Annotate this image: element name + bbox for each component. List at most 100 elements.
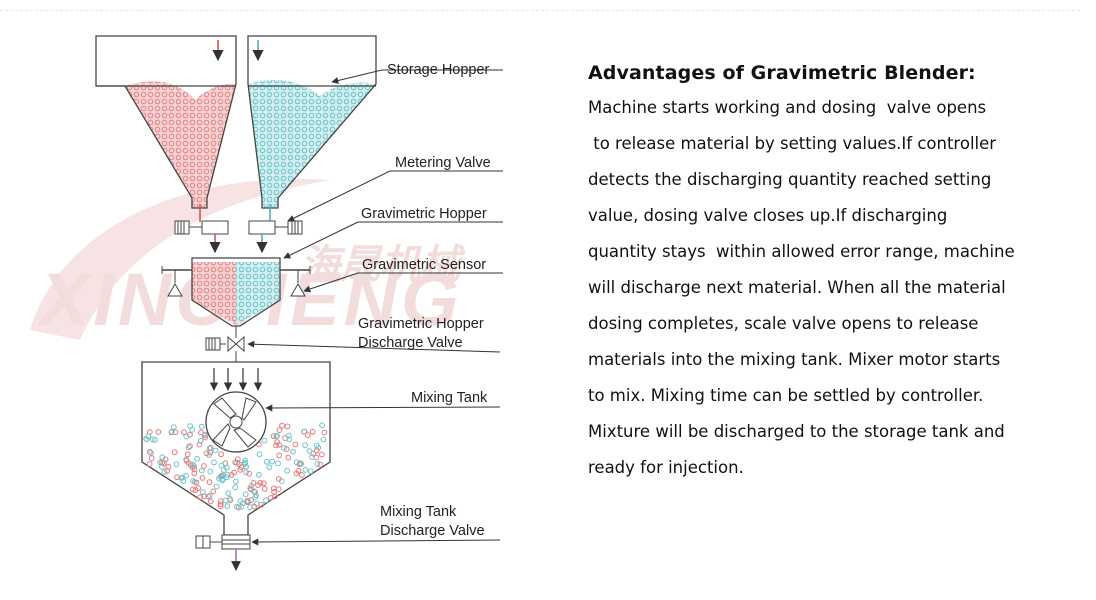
mixture-particle bbox=[266, 464, 273, 471]
watermark-cn: 海晟机械 bbox=[300, 243, 466, 287]
mixture-particle bbox=[286, 436, 293, 443]
mixture-particle bbox=[189, 426, 196, 433]
mixture-particle bbox=[207, 498, 214, 505]
mixture-particle bbox=[191, 470, 198, 477]
mixture-particle bbox=[307, 468, 314, 475]
mixture-particle bbox=[321, 429, 328, 436]
mixture-particle bbox=[196, 441, 203, 448]
mixture-particle bbox=[210, 488, 217, 495]
mixture-particle bbox=[206, 479, 213, 486]
leader-storage-hopper bbox=[331, 69, 383, 84]
mixture-particle bbox=[212, 447, 219, 454]
mixing-tank-discharge-valve bbox=[195, 534, 251, 571]
mixing-tank bbox=[141, 361, 331, 536]
mixture-particle bbox=[159, 454, 166, 461]
mixture-particle bbox=[284, 423, 291, 430]
mixture-particle bbox=[275, 476, 282, 482]
storage-hopper-left bbox=[95, 35, 237, 209]
mixture-particle bbox=[165, 463, 172, 470]
mixture-particle bbox=[304, 432, 311, 439]
mixture-particle bbox=[198, 423, 205, 430]
mixture-particle bbox=[236, 461, 242, 468]
mixture-particle bbox=[217, 501, 224, 508]
mixture-particle bbox=[281, 445, 287, 451]
mixture-particle bbox=[148, 455, 155, 462]
mixture-particle bbox=[149, 436, 156, 443]
mixture-particle bbox=[183, 433, 190, 440]
mixture-particle bbox=[310, 450, 317, 457]
mixture-particle bbox=[161, 469, 168, 476]
mixture-particle bbox=[275, 460, 281, 467]
leader-gravimetric-hopper bbox=[283, 221, 359, 259]
advantages-line: to release material by setting values.If… bbox=[588, 134, 997, 153]
mixture-particle bbox=[263, 497, 269, 504]
mixture-particle bbox=[157, 459, 164, 466]
mixture-particle bbox=[172, 429, 179, 436]
mixture-particle bbox=[199, 475, 206, 481]
mixture-particle bbox=[207, 492, 213, 499]
label-discharge-valve-line2: Discharge Valve bbox=[358, 335, 463, 351]
mixture-particle bbox=[211, 459, 217, 466]
mixture-particle bbox=[183, 472, 190, 479]
mixture-particle bbox=[276, 452, 283, 459]
metering-valve-right bbox=[248, 220, 303, 235]
mixture-particle bbox=[197, 437, 204, 444]
mixer-blades bbox=[205, 391, 267, 453]
mixture-particle bbox=[181, 429, 187, 436]
mixture-particle bbox=[213, 483, 220, 490]
label-mixing-discharge-line1: Mixing Tank bbox=[380, 504, 457, 520]
mixture-particle bbox=[290, 448, 296, 455]
mixture-particle bbox=[247, 504, 254, 511]
mixture-particle bbox=[184, 451, 191, 458]
mixture-particle bbox=[245, 499, 251, 505]
mixture-particle bbox=[301, 428, 308, 435]
mixture-particle bbox=[198, 467, 205, 474]
mixture-particle bbox=[256, 451, 263, 458]
mixture-particle bbox=[246, 470, 253, 477]
mixture-particle bbox=[271, 493, 278, 500]
mixture-particle bbox=[276, 427, 283, 434]
mixture-particle bbox=[228, 472, 235, 478]
mixture-particle bbox=[197, 494, 204, 501]
mixture-particle bbox=[293, 470, 300, 477]
mixture-particle bbox=[313, 442, 320, 449]
mixture-particle bbox=[173, 461, 180, 468]
metering-valve-left bbox=[174, 220, 229, 235]
mixture-particle bbox=[284, 467, 291, 474]
mixture-particle bbox=[248, 486, 255, 493]
label-metering-valve: Metering Valve bbox=[395, 155, 491, 171]
mixture-particle bbox=[279, 422, 286, 429]
mixture-particle bbox=[285, 454, 292, 461]
mixture-particle bbox=[206, 445, 213, 452]
mixture-particle bbox=[273, 433, 280, 440]
mixture-particle bbox=[224, 471, 231, 478]
label-discharge-valve-line1: Gravimetric Hopper bbox=[358, 316, 484, 332]
advantages-line: value, dosing valve closes up.If dischar… bbox=[588, 206, 948, 225]
mixture-particle bbox=[309, 454, 315, 461]
label-mixing-discharge-line2: Discharge Valve bbox=[380, 523, 485, 539]
gravimetric-sensor-right bbox=[290, 270, 306, 297]
mixture-particle bbox=[183, 457, 190, 464]
label-mixing-tank: Mixing Tank bbox=[411, 390, 488, 406]
mixture-particle bbox=[247, 485, 254, 492]
mixture-particle bbox=[309, 428, 316, 435]
mixture-particle bbox=[270, 485, 277, 492]
label-gravimetric-hopper: Gravimetric Hopper bbox=[361, 206, 487, 222]
advantages-panel: Advantages of Gravimetric Blender: Machi… bbox=[588, 62, 1088, 486]
gravimetric-blender-diagram: 海晟机械 XINCHENG bbox=[30, 35, 503, 571]
mixture-particles bbox=[143, 422, 328, 511]
mixture-particle bbox=[225, 490, 232, 497]
mixture-particle bbox=[242, 457, 249, 464]
mixture-particle bbox=[192, 487, 199, 494]
mixture-particle bbox=[194, 455, 201, 462]
mixture-particle bbox=[285, 432, 292, 439]
label-storage-hopper: Storage Hopper bbox=[387, 62, 490, 78]
advantages-line: materials into the mixing tank. Mixer mo… bbox=[588, 350, 1001, 369]
advantages-title: Advantages of Gravimetric Blender: bbox=[588, 62, 976, 84]
mixture-particle bbox=[251, 503, 258, 510]
mixture-particle bbox=[243, 469, 249, 476]
mixture-particle bbox=[190, 478, 197, 484]
advantages-line: Mixture will be discharged to the storag… bbox=[588, 422, 1005, 441]
mixture-particle bbox=[319, 451, 325, 458]
mixture-particle bbox=[317, 461, 324, 468]
